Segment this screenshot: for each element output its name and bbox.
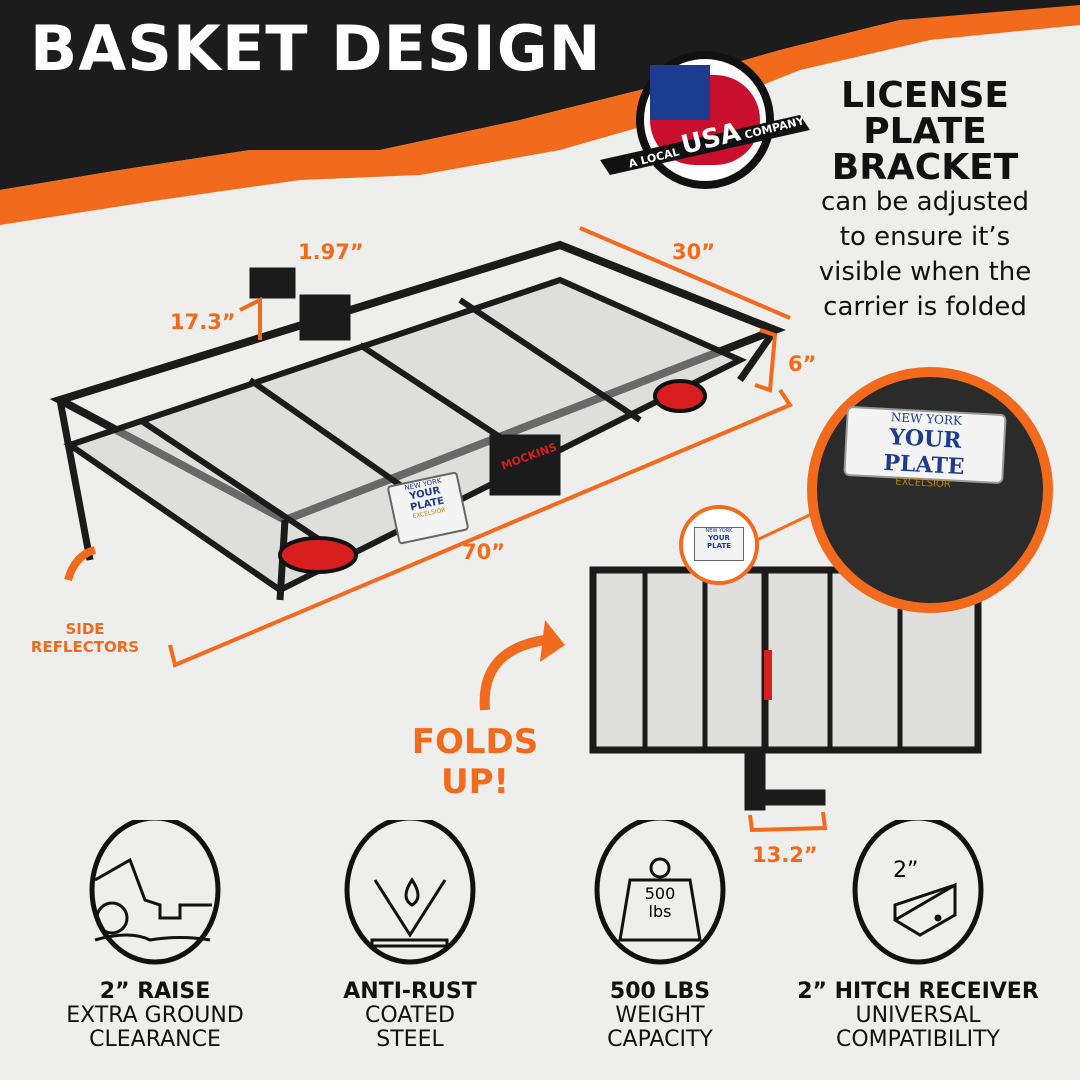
plate-text: YOUR PLATE: [882, 424, 966, 481]
desc-line: carrier is folded: [823, 292, 1027, 322]
feature-line: WEIGHT: [615, 1003, 705, 1028]
folds-up-label: FOLDS UP!: [400, 722, 550, 802]
side-reflectors-label: SIDE REFLECTORS: [20, 620, 150, 656]
water-drops-icon: [370, 877, 449, 948]
title-line: PLATE: [863, 111, 987, 152]
feature-line: UNIVERSAL: [855, 1003, 981, 1028]
title-line: LICENSE: [841, 75, 1009, 116]
hitch-tube-icon: [893, 882, 957, 937]
desc-line: to ensure it’s: [839, 222, 1011, 252]
reflector-light: [278, 536, 358, 574]
feature-raise: 2” RAISE EXTRA GROUND CLEARANCE: [30, 980, 280, 1052]
desc-line: visible when the: [818, 257, 1032, 287]
dim-width: 30”: [672, 240, 716, 264]
feature-line: COATED: [365, 1003, 455, 1028]
feature-line: STEEL: [376, 1027, 444, 1052]
license-plate-closeup: NEW YORK YOUR PLATE EXCELSIOR: [843, 405, 1007, 490]
label-line: FOLDS: [411, 722, 539, 762]
license-plate-description: can be adjusted to ensure it’s visible w…: [790, 185, 1060, 325]
vehicle-raise-icon: [94, 857, 212, 942]
feature-anti-rust: ANTI-RUST COATED STEEL: [285, 980, 535, 1052]
desc-line: can be adjusted: [820, 187, 1030, 217]
feature-weight: 500 LBS WEIGHT CAPACITY: [535, 980, 785, 1052]
usa-company-badge: A LOCAL USA COMPANY: [600, 45, 810, 195]
icon-text: lbs: [648, 902, 672, 921]
license-plate-folded: NEW YORK YOUR PLATE: [694, 527, 744, 561]
dim-hitch: 1.97”: [298, 240, 364, 264]
page-title: BASKET DESIGN: [30, 12, 602, 85]
feature-icon-rings: [89, 820, 984, 965]
dim-height: 6”: [788, 352, 817, 376]
license-plate-title: LICENSE PLATE BRACKET: [800, 78, 1050, 186]
feature-line: CLEARANCE: [89, 1027, 221, 1052]
label-line: UP!: [440, 762, 510, 802]
dim-folded-depth: 13.2”: [752, 843, 818, 867]
feature-title: 2” RAISE: [99, 979, 211, 1004]
dimension-lines: [168, 226, 828, 833]
plate-text: YOUR PLATE: [706, 534, 732, 550]
feature-title: 500 LBS: [609, 979, 711, 1004]
weight-icon: [618, 857, 702, 942]
arrow-icon: [64, 546, 97, 582]
weight-icon-text: 500 lbs: [640, 885, 680, 921]
plate-state: NEW YORK: [705, 528, 733, 534]
label-line: SIDE: [65, 620, 105, 638]
feature-line: EXTRA GROUND: [66, 1003, 244, 1028]
basket-image: [49, 240, 786, 601]
arrow-icon: [479, 635, 546, 711]
feature-hitch: 2” HITCH RECEIVER UNIVERSAL COMPATIBILIT…: [793, 980, 1043, 1052]
feature-line: CAPACITY: [607, 1027, 713, 1052]
reflector-light: [653, 379, 707, 413]
dim-shank: 17.3”: [170, 310, 236, 334]
title-line: BRACKET: [831, 147, 1019, 188]
icon-text: 500: [644, 884, 676, 903]
hitch-icon-text: 2”: [893, 858, 919, 883]
label-line: REFLECTORS: [30, 638, 140, 656]
feature-title: ANTI-RUST: [343, 979, 477, 1004]
feature-title: 2” HITCH RECEIVER: [797, 979, 1039, 1004]
dim-length: 70”: [462, 540, 506, 564]
feature-line: COMPATIBILITY: [836, 1027, 1000, 1052]
